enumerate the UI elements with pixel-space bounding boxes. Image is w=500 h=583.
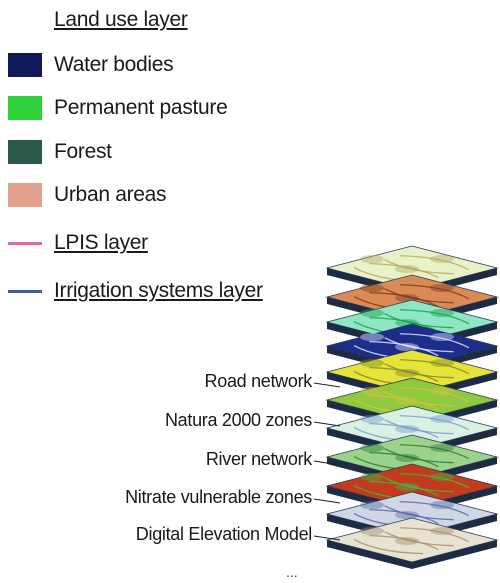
leader-line bbox=[313, 382, 341, 388]
map-layer-base-2 bbox=[325, 517, 499, 569]
map-layer-nitrate bbox=[325, 434, 499, 486]
legend-item-permanent-pasture: Permanent pasture bbox=[8, 93, 228, 123]
map-layer-water bbox=[325, 323, 499, 375]
map-layer-natura bbox=[325, 377, 499, 429]
legend-label: Forest bbox=[54, 140, 112, 163]
layer-label-digital-elevation-model: Digital Elevation Model bbox=[135, 524, 313, 544]
layer-label-natura-2000-zones: Natura 2000 zones bbox=[164, 410, 312, 430]
leader-line bbox=[313, 460, 341, 466]
irrigation-line-swatch bbox=[8, 289, 42, 293]
legend-line-label: Irrigation systems layer bbox=[54, 279, 263, 302]
map-layer-land-use bbox=[325, 299, 499, 351]
permanent-pasture-swatch bbox=[8, 96, 42, 120]
forest-swatch bbox=[8, 140, 42, 164]
legend-item-forest: Forest bbox=[8, 137, 112, 167]
leader-line bbox=[313, 421, 341, 427]
layer-label-river-network: River network bbox=[205, 449, 312, 469]
water-bodies-swatch bbox=[8, 53, 42, 77]
continuation-ellipsis: ... bbox=[286, 564, 298, 580]
urban-areas-swatch bbox=[8, 183, 42, 207]
leader-line bbox=[313, 535, 341, 541]
legend-label: Water bodies bbox=[54, 53, 174, 76]
layer-label-nitrate-vulnerable-zones: Nitrate vulnerable zones bbox=[125, 487, 312, 507]
legend-item-urban-areas: Urban areas bbox=[8, 180, 167, 210]
legend-item-lpis-layer: LPIS layer bbox=[8, 228, 148, 258]
legend-label: Urban areas bbox=[54, 183, 167, 206]
legend-label: Permanent pasture bbox=[54, 96, 228, 119]
legend-title: Land use layer bbox=[54, 8, 188, 31]
leader-line bbox=[313, 498, 341, 504]
layer-label-road-network: Road network bbox=[204, 371, 313, 391]
legend-item-irrigation-systems-layer: Irrigation systems layer bbox=[8, 276, 263, 306]
lpis-line-swatch bbox=[8, 241, 42, 245]
legend-item-water-bodies: Water bodies bbox=[8, 50, 174, 80]
legend-line-label: LPIS layer bbox=[54, 231, 148, 254]
